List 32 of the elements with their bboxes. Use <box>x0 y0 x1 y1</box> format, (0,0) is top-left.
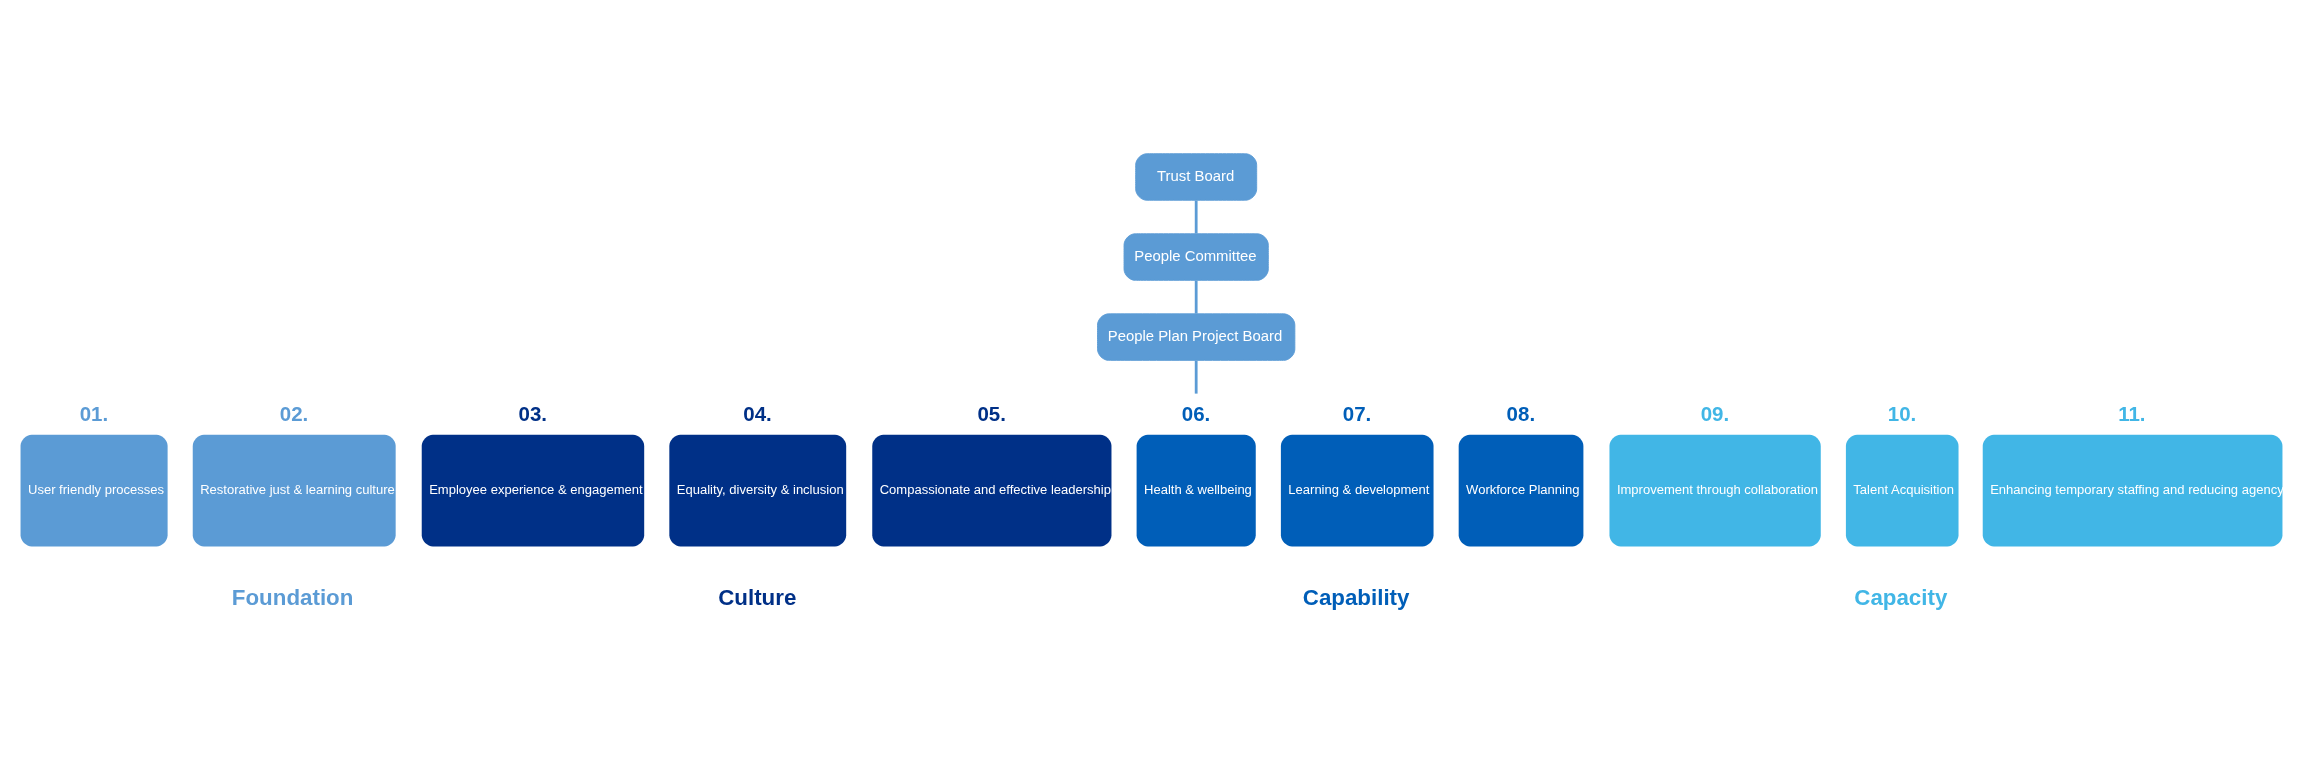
node-box: Trust Board <box>1135 152 1258 201</box>
node-label: 05. <box>977 401 1006 424</box>
label: Capacity <box>1854 584 1948 610</box>
node-box: Improvement through collaboration <box>1609 434 1821 547</box>
node-label: 01. <box>79 401 109 424</box>
node-label: 11. <box>2118 401 2146 424</box>
node-label: 03. <box>518 401 547 424</box>
connector <box>1194 280 1198 314</box>
label: Foundation <box>231 584 354 610</box>
node-label: 04. <box>743 401 772 424</box>
node-label: 08. <box>1506 401 1536 424</box>
label: Capability <box>1302 584 1410 610</box>
node-box: Health & wellbeing <box>1136 434 1256 547</box>
node-box: Restorative just & learning culture <box>192 434 396 547</box>
node-label: 10. <box>1887 401 1917 424</box>
node-box: People Plan Project Board <box>1097 312 1296 361</box>
node-box: Employee experience & engagement <box>421 434 645 547</box>
connector <box>1194 360 1198 394</box>
node-label: 06. <box>1181 401 1211 424</box>
node-label: 02. <box>279 401 309 424</box>
node-box: User friendly processes <box>20 434 168 547</box>
node-label: 09. <box>1700 401 1730 424</box>
label: Culture <box>718 584 797 610</box>
node-box: Compassionate and effective leadership <box>872 434 1112 547</box>
node-box: Talent Acquisition <box>1845 434 1959 547</box>
node-box: People Committee <box>1123 232 1269 281</box>
node-box: Workforce Planning <box>1458 434 1584 547</box>
node-box: Enhancing temporary staffing and reducing agency <box>1982 434 2283 547</box>
connector <box>1194 200 1198 234</box>
node-box: Equality, diversity & inclusion <box>669 434 847 547</box>
node-box: Learning & development <box>1280 434 1434 547</box>
node-label: 07. <box>1342 401 1372 424</box>
